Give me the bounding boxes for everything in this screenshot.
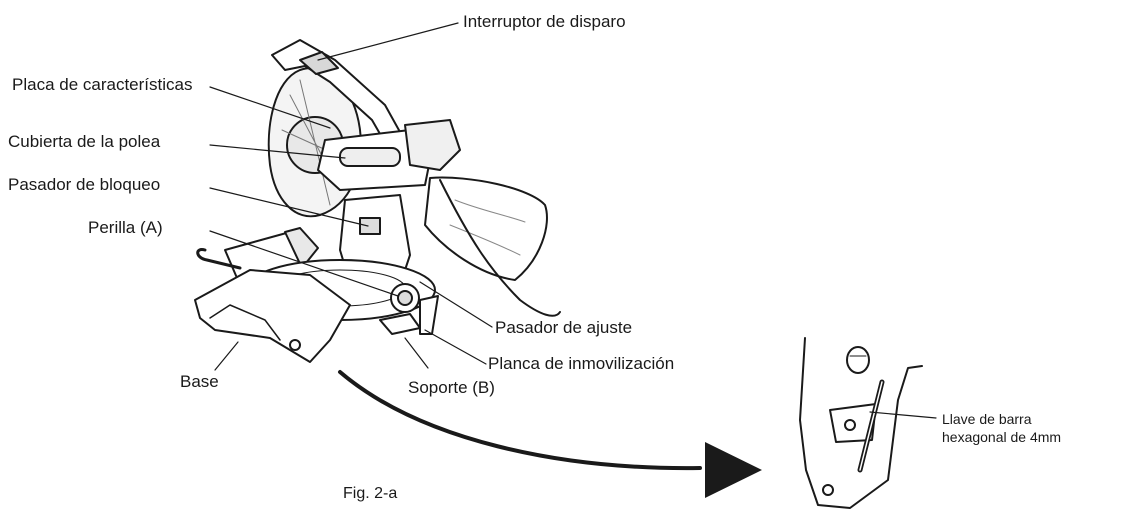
label-hex-wrench-line2: hexagonal de 4mm — [942, 429, 1062, 445]
label-lock-pin: Pasador de bloqueo — [8, 175, 161, 194]
dust-bag — [424, 176, 548, 281]
leader-lines — [209, 22, 493, 371]
label-nameplate: Placa de características — [12, 75, 193, 94]
label-lock-plate: Planca de inmovilización — [488, 354, 675, 373]
miter-saw-illustration — [194, 39, 561, 363]
curved-arrow — [338, 370, 762, 498]
label-pulley-cover: Cubierta de la polea — [8, 132, 161, 151]
figure-caption: Fig. 2-a — [343, 485, 398, 502]
motor-housing — [404, 119, 461, 171]
label-knob-a: Perilla (A) — [88, 218, 163, 237]
power-cord — [439, 179, 561, 317]
label-hex-wrench-line1: Llave de barra — [942, 411, 1032, 427]
saw-base — [194, 269, 351, 363]
side-handle — [196, 248, 242, 270]
label-base: Base — [180, 372, 219, 391]
arrow-head — [705, 442, 762, 498]
small-cap — [846, 346, 870, 374]
trigger-switch — [299, 51, 339, 75]
label-trigger-switch: Interruptor de disparo — [463, 12, 626, 31]
label-support-b: Soporte (B) — [408, 378, 495, 397]
label-adjust-pin: Pasador de ajuste — [495, 318, 633, 337]
detail-view — [799, 337, 937, 509]
